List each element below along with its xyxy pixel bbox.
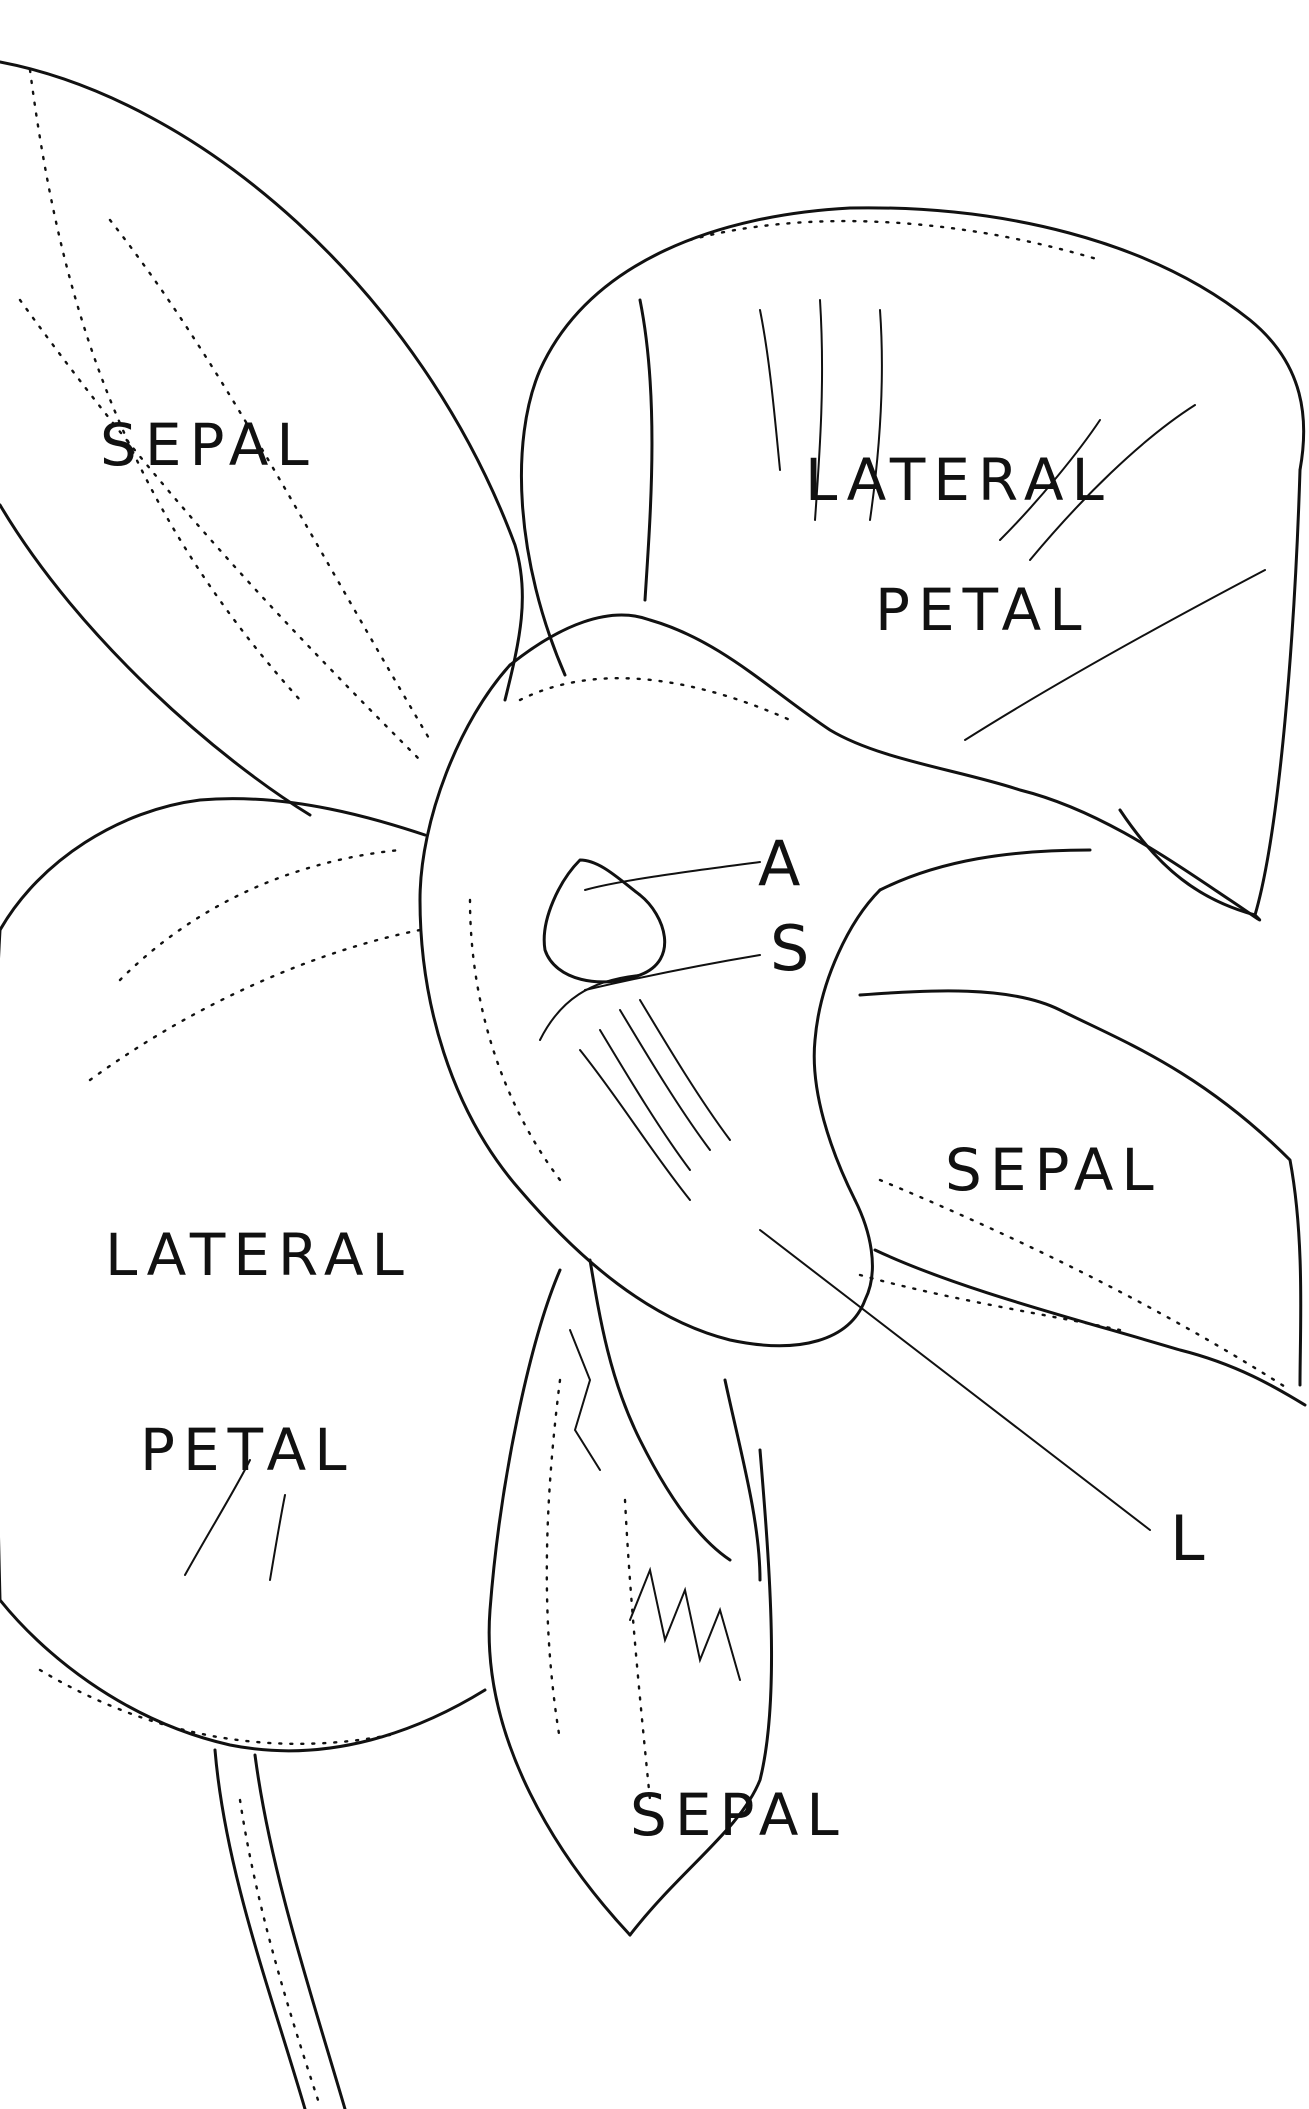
lateral-petal-left	[0, 797, 487, 1753]
label-l: L	[1170, 1502, 1205, 1575]
label-lateral-petal-left-line2: PETAL	[140, 1416, 355, 1484]
label-sepal-top-left: SEPAL	[100, 411, 317, 479]
sepal-right	[858, 989, 1307, 1407]
sepal-top-left	[0, 60, 524, 817]
label-s: S	[770, 912, 809, 985]
lip-and-column	[418, 613, 1262, 1681]
stem	[213, 1748, 347, 2109]
label-lateral-petal-left-line1: LATERAL	[105, 1221, 412, 1289]
label-lateral-petal-right-line2: PETAL	[875, 576, 1090, 644]
label-sepal-right: SEPAL	[945, 1136, 1162, 1204]
sepal-bottom	[487, 1268, 774, 1937]
label-sepal-bottom: SEPAL	[630, 1781, 847, 1849]
label-lateral-petal-right-line1: LATERAL	[805, 446, 1112, 514]
label-a: A	[758, 827, 800, 900]
lateral-petal-right	[519, 206, 1306, 917]
